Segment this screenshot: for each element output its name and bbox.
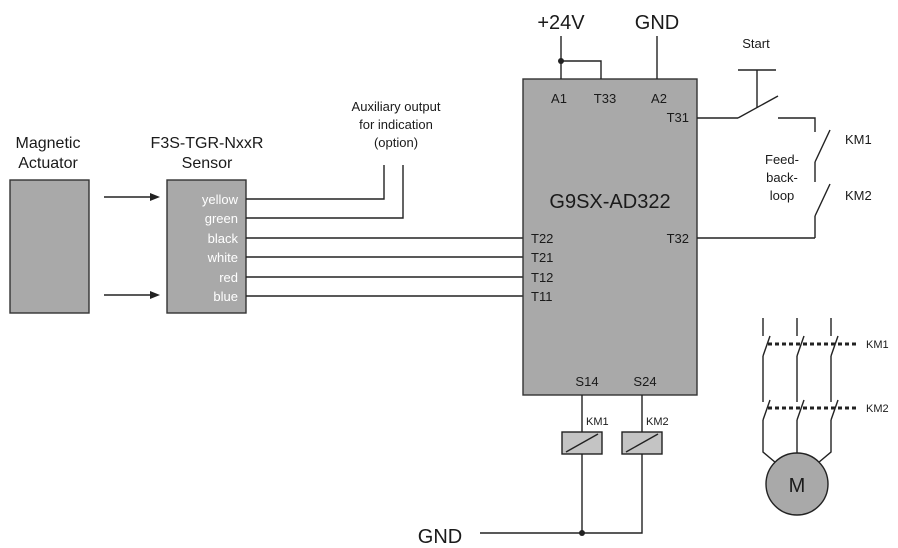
feedback-km2-label: KM2	[845, 188, 872, 203]
magnetic-actuator	[9, 179, 90, 314]
contactor-km1-contacts	[762, 318, 839, 394]
terminal-a1: A1	[551, 91, 567, 106]
terminal-t21: T21	[531, 250, 553, 265]
terminal-t11: T11	[531, 289, 552, 304]
controller-box	[522, 78, 698, 396]
sensor-wire-blue-label: blue	[213, 289, 238, 304]
terminal-t22: T22	[531, 231, 553, 246]
motor	[765, 452, 829, 516]
junction-plus24v	[558, 58, 564, 64]
wire-start-feedback	[778, 117, 816, 132]
contactor-km2-contacts	[762, 394, 839, 421]
power-gnd-bottom-label: GND	[418, 526, 462, 548]
power-plus24v-label: +24V	[537, 12, 585, 34]
terminal-t32: T32	[667, 231, 689, 246]
start-label: Start	[742, 36, 770, 51]
feedback-km1-label: KM1	[845, 132, 872, 147]
relay-coil-km2	[621, 431, 663, 455]
sensor-title-line2: Sensor	[182, 155, 233, 172]
aux-note-line1: Auxiliary output	[352, 99, 441, 114]
start-switch-blade	[737, 95, 779, 119]
feedback-line1: Feed-	[765, 152, 799, 167]
wire-green	[246, 165, 404, 219]
arrow-upper	[104, 193, 160, 201]
feedback-contact-km2	[814, 183, 831, 238]
wire-t33-jumper	[561, 60, 602, 79]
actuator-label-line1: Magnetic	[16, 135, 81, 152]
actuator-label-line2: Actuator	[18, 155, 78, 172]
contactor-km1-label: KM1	[866, 339, 889, 351]
wire-yellow	[246, 165, 385, 200]
sensor-wire-yellow-label: yellow	[202, 192, 239, 207]
controller-name: G9SX-AD322	[549, 191, 670, 213]
terminal-t33: T33	[594, 91, 616, 106]
junction-gnd-bottom	[579, 530, 585, 536]
sensor-wire-red-label: red	[219, 270, 238, 285]
wire-coil-km2-gnd	[582, 454, 643, 534]
relay-coil-km1	[561, 431, 603, 455]
sensor-box	[166, 179, 247, 314]
terminal-s14: S14	[575, 374, 598, 389]
feedback-contact-km1	[814, 129, 831, 182]
sensor-title-line1: F3S-TGR-NxxR	[151, 135, 264, 152]
terminal-t31: T31	[667, 110, 689, 125]
arrow-lower	[104, 291, 160, 299]
sensor-wire-white-label: white	[207, 250, 238, 265]
relay-km2-label: KM2	[646, 416, 669, 428]
aux-note-line2: for indication	[359, 117, 433, 132]
relay-km1-label: KM1	[586, 416, 609, 428]
terminal-t12: T12	[531, 270, 553, 285]
aux-note-line3: (option)	[374, 135, 418, 150]
feedback-line2: back-	[766, 170, 798, 185]
motor-label: M	[789, 475, 806, 497]
feedback-line3: loop	[770, 188, 795, 203]
sensor-wire-black-label: black	[208, 231, 239, 246]
contactor-km2-label: KM2	[866, 403, 889, 415]
sensor-wire-green-label: green	[205, 211, 238, 226]
power-gnd-top-label: GND	[635, 12, 679, 34]
terminal-a2: A2	[651, 91, 667, 106]
terminal-s24: S24	[633, 374, 656, 389]
